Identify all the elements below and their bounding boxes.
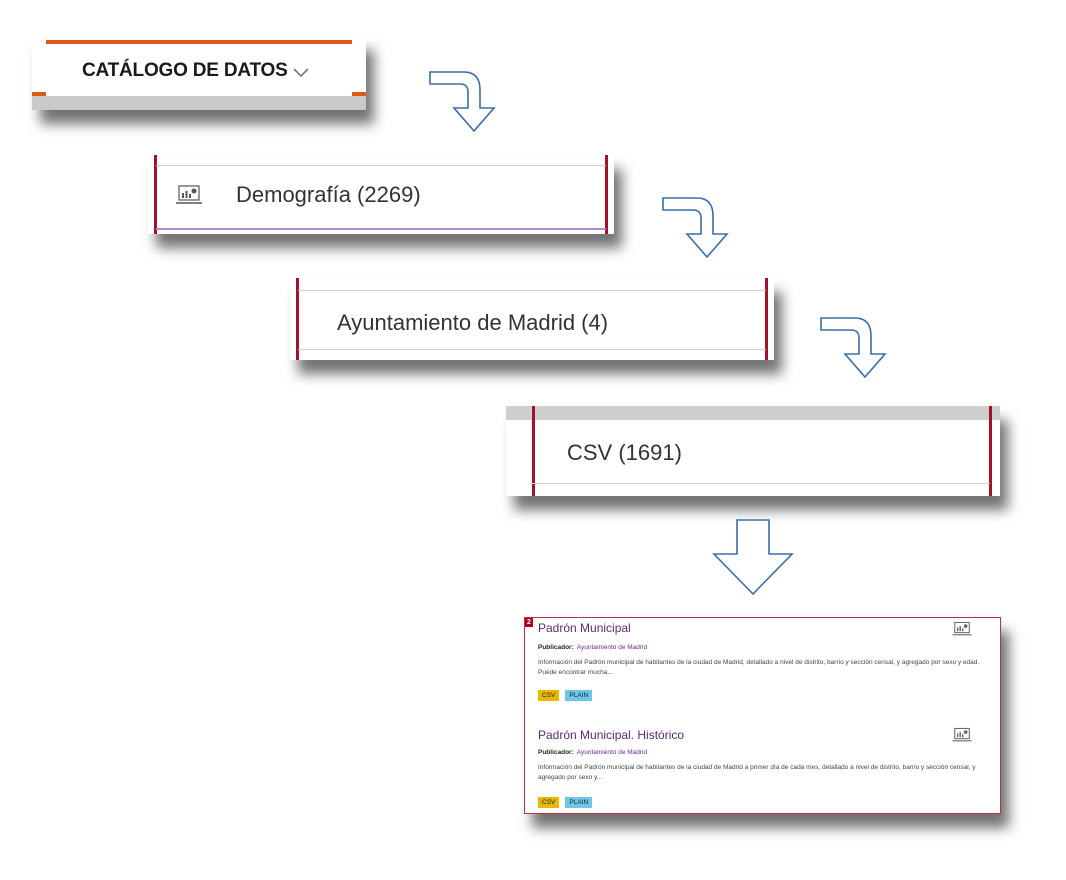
format-filter-csv[interactable]: CSV (1691) [567,440,682,465]
result-description: Información del Padrón municipal de habi… [538,764,976,781]
divider [156,165,606,166]
curved-arrow-icon [662,197,729,259]
panel-border-left [296,278,299,360]
panel-border-right [989,406,992,496]
menu-bottom-bar [32,96,366,110]
arrow-down-icon [712,519,794,596]
catalog-menu-screenshot: CATÁLOGO DE DATOS [32,36,366,110]
result-description: Información del Padrón municipal de habi… [538,659,980,676]
catalog-menu-button[interactable]: CATÁLOGO DE DATOS [82,60,310,82]
publisher-filter-ayuntamiento[interactable]: Ayuntamiento de Madrid (4) [337,310,609,335]
result-title-link[interactable]: Padrón Municipal. Histórico [538,728,685,742]
result-count-badge: 2 [525,618,533,627]
panel-border-right [765,278,768,360]
result-tags: CSV PLAIN [538,690,593,701]
panel-border-left [154,155,157,234]
result-title-link[interactable]: Padrón Municipal [538,621,631,635]
panel-top-bar [506,406,1000,420]
results-screenshot: 2 Padrón Municipal Publicador:Ayuntamien… [524,617,1001,814]
tag-plain[interactable]: PLAIN [565,797,593,808]
category-filter-screenshot: Demografía (2269) [148,155,614,234]
menu-tab-marker-right [352,92,366,96]
result-publisher: Publicador:Ayuntamiento de Madrid [538,749,647,756]
publisher-link[interactable]: Ayuntamiento de Madrid [576,644,648,651]
result-publisher: Publicador:Ayuntamiento de Madrid [538,644,647,651]
tag-plain[interactable]: PLAIN [565,690,593,701]
divider [298,349,766,350]
category-filter-demografia[interactable]: Demografía (2269) [236,182,421,207]
result-tags: CSV PLAIN [538,797,593,808]
divider [298,290,766,291]
menu-tab-marker-left [32,92,46,96]
panel-border-right [605,155,608,234]
menu-accent-bar [46,40,352,44]
tag-csv[interactable]: CSV [538,797,560,808]
publisher-link[interactable]: Ayuntamiento de Madrid [576,749,648,756]
divider [156,228,606,230]
divider [532,483,990,484]
publisher-label: Publicador: [538,644,574,651]
tag-csv[interactable]: CSV [538,690,560,701]
result-item: Padrón Municipal Publicador:Ayuntamiento… [525,618,1000,713]
publisher-label: Publicador: [538,749,574,756]
format-filter-screenshot: CSV (1691) [506,406,1000,496]
catalog-menu-label: CATÁLOGO DE DATOS [82,60,288,81]
chart-monitor-icon [176,184,202,206]
result-item: Padrón Municipal. Histórico Publicador:A… [525,723,1000,815]
chart-monitor-icon [952,727,972,743]
curved-arrow-icon [429,71,496,133]
publisher-filter-screenshot: Ayuntamiento de Madrid (4) [290,278,774,360]
chevron-down-icon [292,64,310,78]
panel-border-left [532,406,535,496]
curved-arrow-icon [820,317,887,379]
chart-monitor-icon [952,621,972,637]
